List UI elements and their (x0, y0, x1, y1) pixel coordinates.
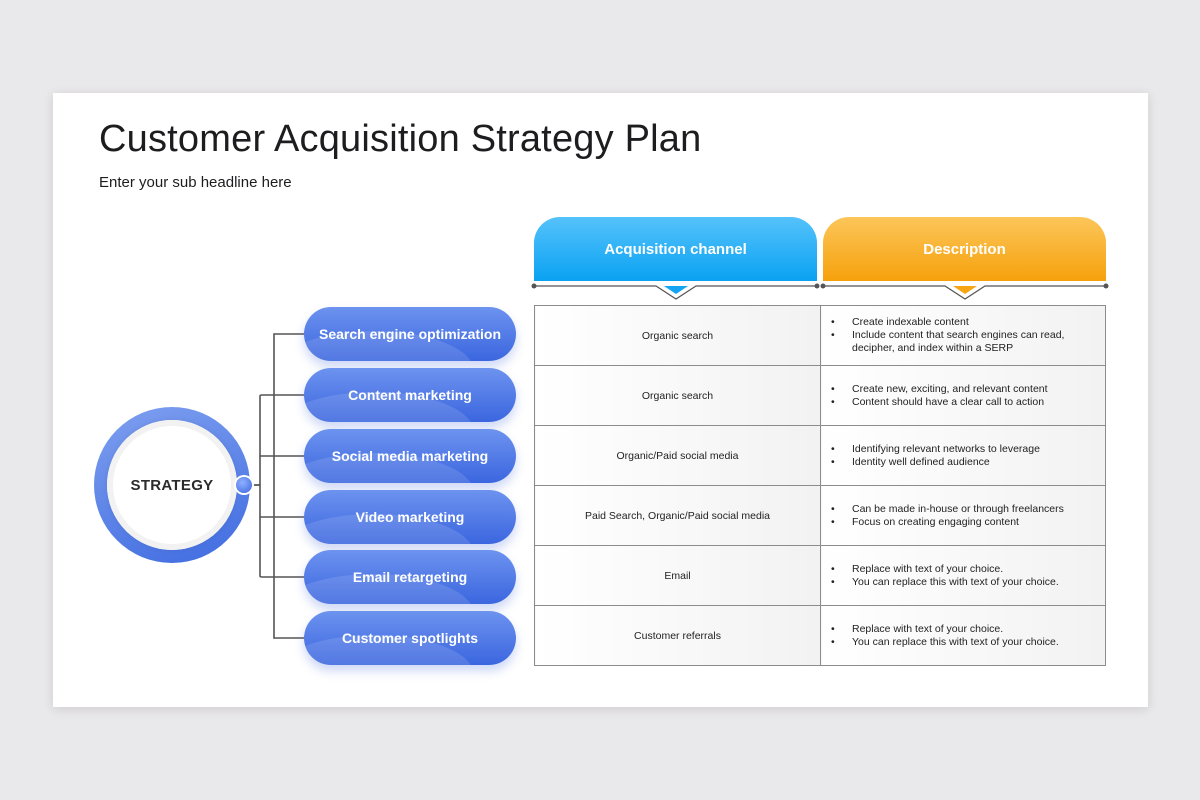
channel-cell: Customer referrals (534, 605, 821, 666)
description-cell: Replace with text of your choice. You ca… (820, 605, 1106, 666)
description-list: Identifying relevant networks to leverag… (831, 443, 1105, 469)
description-cell: Replace with text of your choice. You ca… (820, 545, 1106, 606)
description-pointer-icon (953, 286, 977, 294)
description-list: Replace with text of your choice. You ca… (831, 623, 1105, 649)
description-item: Create indexable content (831, 316, 1105, 329)
table-row: Organic/Paid social media Identifying re… (534, 425, 1106, 486)
description-column-header: Description (823, 217, 1106, 281)
description-item: Identifying relevant networks to leverag… (831, 443, 1105, 456)
channel-cell: Email (534, 545, 821, 606)
pill-label: Search engine optimization (318, 326, 502, 342)
strategy-label: STRATEGY (130, 476, 214, 494)
channel-cell: Organic search (534, 365, 821, 426)
connector-branch (251, 394, 275, 486)
description-item: Identity well defined audience (831, 456, 1105, 469)
description-header-divider (823, 285, 1106, 300)
description-item: You can replace this with text of your c… (831, 636, 1105, 649)
channel-header-divider (534, 285, 817, 300)
pill-search-engine-optimization: Search engine optimization (304, 307, 516, 361)
description-item: Create new, exciting, and relevant conte… (831, 383, 1105, 396)
strategy-circle: STRATEGY (94, 407, 250, 563)
channel-column-header: Acquisition channel (534, 217, 817, 281)
page-title: Customer Acquisition Strategy Plan (99, 118, 702, 160)
description-item: Can be made in-house or through freelanc… (831, 503, 1105, 516)
pill-label: Video marketing (355, 509, 465, 525)
pill-label: Email retargeting (352, 569, 468, 585)
description-list: Create indexable content Include content… (831, 316, 1105, 355)
channel-pointer-icon (664, 286, 688, 294)
pill-video-marketing: Video marketing (304, 490, 516, 544)
pill-customer-spotlights: Customer spotlights (304, 611, 516, 665)
table-row: Customer referrals Replace with text of … (534, 605, 1106, 666)
table-row: Organic search Create indexable content … (534, 305, 1106, 366)
description-cell: Identifying relevant networks to leverag… (820, 425, 1106, 486)
channel-cell: Paid Search, Organic/Paid social media (534, 485, 821, 546)
description-item: Replace with text of your choice. (831, 623, 1105, 636)
channel-cell: Organic/Paid social media (534, 425, 821, 486)
table-row: Email Replace with text of your choice. … (534, 545, 1106, 606)
table-row: Paid Search, Organic/Paid social media C… (534, 485, 1106, 546)
pill-label: Customer spotlights (341, 630, 479, 646)
description-item: Replace with text of your choice. (831, 563, 1105, 576)
hub-dot (236, 477, 252, 493)
description-list: Replace with text of your choice. You ca… (831, 563, 1105, 589)
pill-email-retargeting: Email retargeting (304, 550, 516, 604)
description-item: You can replace this with text of your c… (831, 576, 1105, 589)
description-item: Include content that search engines can … (831, 329, 1105, 355)
pill-label: Social media marketing (331, 448, 489, 464)
pill-social-media-marketing: Social media marketing (304, 429, 516, 483)
description-item: Content should have a clear call to acti… (831, 396, 1105, 409)
pill-content-marketing: Content marketing (304, 368, 516, 422)
channel-cell: Organic search (534, 305, 821, 366)
description-item: Focus on creating engaging content (831, 516, 1105, 529)
description-cell: Create indexable content Include content… (820, 305, 1106, 366)
description-list: Create new, exciting, and relevant conte… (831, 383, 1105, 409)
connector-branch (251, 484, 275, 578)
pill-label: Content marketing (348, 387, 472, 403)
page-subtitle: Enter your sub headline here (99, 174, 292, 191)
strategy-inner: STRATEGY (107, 420, 237, 550)
description-cell: Can be made in-house or through freelanc… (820, 485, 1106, 546)
description-list: Can be made in-house or through freelanc… (831, 503, 1105, 529)
table-row: Organic search Create new, exciting, and… (534, 365, 1106, 426)
description-cell: Create new, exciting, and relevant conte… (820, 365, 1106, 426)
acquisition-table: Organic search Create indexable content … (534, 305, 1106, 666)
